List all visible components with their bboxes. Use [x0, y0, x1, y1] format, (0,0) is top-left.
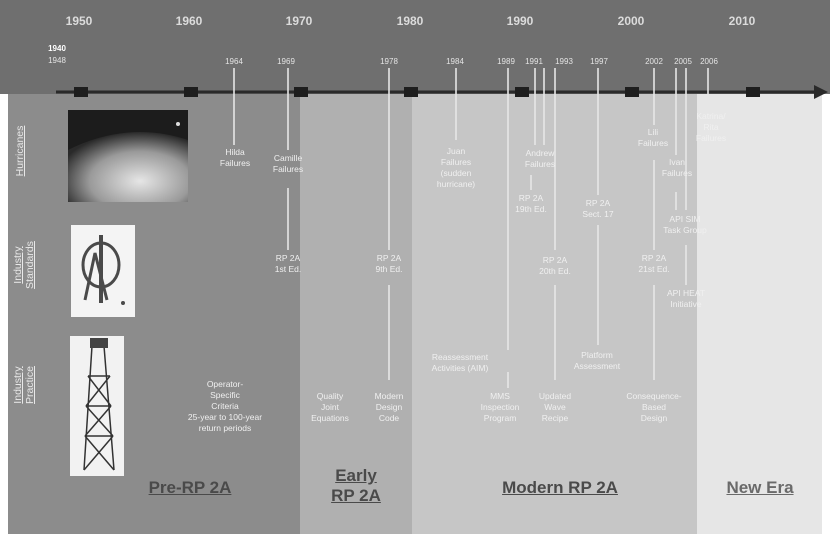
- practice-quality-joint: Quality Joint Equations: [311, 391, 349, 423]
- standard-rp2a-1st: RP 2A 1st Ed.: [274, 253, 302, 274]
- event-year: 1984: [446, 57, 464, 66]
- era-label-pre-rp2a: Pre-RP 2A: [148, 478, 232, 497]
- event-andrew-failures: Andrew Failures: [524, 148, 556, 169]
- standard-rp2a-19th: RP 2A 19th Ed.: [515, 193, 547, 214]
- practice-modern-code: Modern Design Code: [374, 391, 404, 423]
- standard-rp2a-9th: RP 2A 9th Ed.: [375, 253, 403, 274]
- decade-label: 1960: [175, 14, 203, 28]
- standard-api-sim: API SIM Task Group: [663, 214, 707, 235]
- practice-consequence-design: Consequence- Based Design: [626, 391, 682, 423]
- standard-api-heat: API HEAT Initiative: [666, 288, 706, 309]
- event-year: 1989: [497, 57, 515, 66]
- event-katrina-rita-failures: Katrina/ Rita Failures: [695, 111, 727, 143]
- event-ivan-failures: Ivan Failures: [661, 157, 693, 178]
- decade-label: 1980: [396, 14, 424, 28]
- practice-mms-inspection: MMS Inspection Program: [480, 391, 520, 423]
- start-year-bottom: 1948: [48, 56, 66, 65]
- start-year-top: 1940: [48, 44, 66, 53]
- decade-label: 1950: [65, 14, 93, 28]
- event-year: 1991: [525, 57, 543, 66]
- era-band-early-rp2a: [300, 94, 412, 534]
- decade-label: 2010: [728, 14, 756, 28]
- event-juan-failures: Juan Failures (sudden hurricane): [436, 146, 476, 189]
- standard-rp2a-21st: RP 2A 21st Ed.: [638, 253, 670, 274]
- event-year: 1964: [225, 57, 243, 66]
- event-lili-failures: Lili Failures: [637, 127, 669, 148]
- hurricane-satellite-image: [68, 110, 188, 202]
- event-year: 1993: [555, 57, 573, 66]
- era-band-new-era: [697, 94, 822, 534]
- row-label-hurricanes: Hurricanes: [14, 125, 26, 177]
- era-label-new-era: New Era: [726, 478, 794, 497]
- offshore-platform-image: [70, 336, 124, 476]
- event-year: 1978: [380, 57, 398, 66]
- decade-label: 1970: [285, 14, 313, 28]
- event-camille-failures: Camille Failures: [272, 153, 304, 174]
- api-logo: [71, 225, 135, 317]
- event-hilda-failures: Hilda Failures: [219, 147, 251, 168]
- era-label-early-rp2a: Early RP 2A: [331, 466, 381, 505]
- row-label-industry-practice: Industry Practice: [12, 366, 36, 404]
- event-year: 1997: [590, 57, 608, 66]
- practice-reassessment: Reassessment Activities (AIM): [431, 352, 489, 373]
- practice-platform-assessment: Platform Assessment: [573, 350, 621, 371]
- event-year: 2002: [645, 57, 663, 66]
- event-year: 2005: [674, 57, 692, 66]
- practice-updated-wave: Updated Wave Recipe: [538, 391, 572, 423]
- standard-rp2a-20th: RP 2A 20th Ed.: [539, 255, 571, 276]
- decade-label: 1990: [506, 14, 534, 28]
- event-year: 1969: [277, 57, 295, 66]
- decade-label: 2000: [617, 14, 645, 28]
- era-label-modern-rp2a: Modern RP 2A: [502, 478, 618, 497]
- standard-rp2a-sect17: RP 2A Sect. 17: [582, 198, 614, 219]
- decade-header: [0, 0, 830, 94]
- event-year: 2006: [700, 57, 718, 66]
- row-label-industry-standards: Industry Standards: [12, 241, 36, 289]
- practice-operator-criteria: Operator- Specific Criteria 25-year to 1…: [187, 379, 263, 433]
